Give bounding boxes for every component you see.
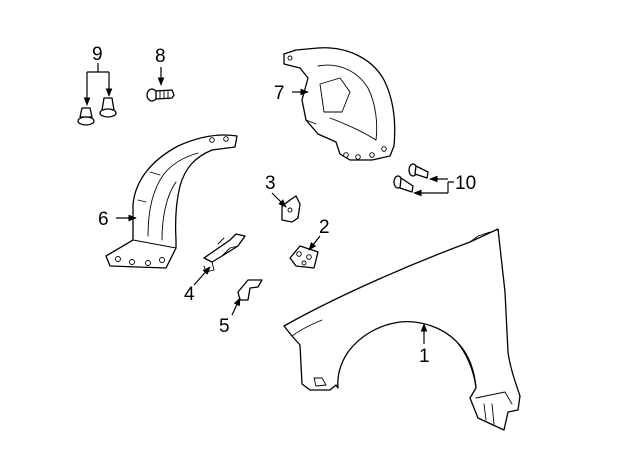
part-10-bolt-upper[interactable] [408,163,429,179]
part-2-bracket[interactable] [289,245,319,269]
part-6-splash-shield[interactable] [105,134,238,269]
part-7-inner-liner[interactable] [283,47,396,161]
part-9-fastener-left[interactable] [77,107,95,126]
callout-9: 9 [92,44,103,65]
part-3-bracket[interactable] [281,195,301,223]
part-4-reinforcement[interactable] [203,233,246,273]
part-10-bolt-lower[interactable] [393,175,414,193]
callout-3: 3 [265,173,276,194]
part-9-fastener-right[interactable] [99,97,117,118]
callout-6: 6 [98,209,109,230]
callout-4: 4 [184,284,195,305]
part-8-screw[interactable] [146,88,175,102]
callout-7: 7 [274,83,285,104]
leader-lines [83,63,454,344]
part-1-front-fender[interactable] [283,228,521,431]
callout-1: 1 [419,346,430,367]
callout-2: 2 [319,217,330,238]
callout-5: 5 [219,316,230,337]
part-5-bracket[interactable] [237,279,263,301]
callout-10: 10 [455,173,476,194]
callout-8: 8 [155,46,166,67]
